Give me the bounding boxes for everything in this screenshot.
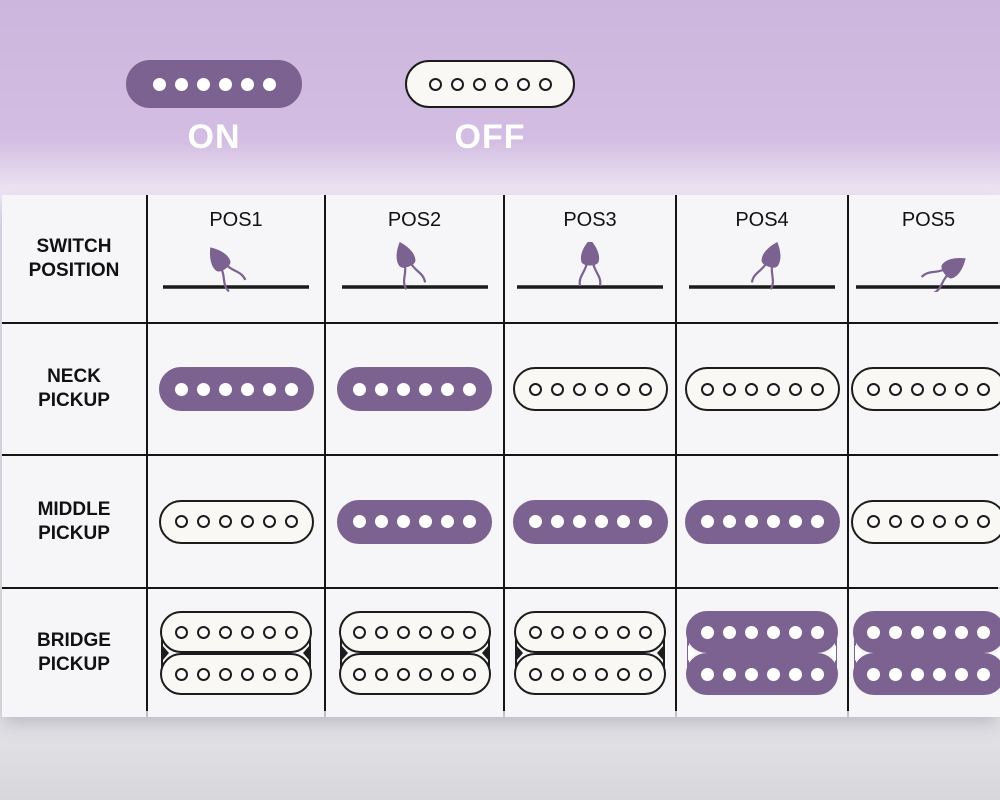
legend-off: OFF [405,60,575,157]
switch-lever-icon [689,242,835,290]
switch-position-table: SWITCH POSITION POS1 POS2 POS3 POS4 POS5… [2,195,1000,717]
switch-lever-arm [396,242,426,290]
switch-lever-icon [855,257,1000,292]
middle-pickup-cell [677,456,847,587]
switch-lever-icon [517,242,663,289]
pos-title-1: POS1 [209,209,263,231]
bridge-pickup-cell [326,589,503,717]
pickup-on-icon [684,499,840,544]
neck-pickup-cell [505,324,675,454]
neck-pickup-cell [326,324,503,454]
row-label-neck: NECK PICKUP [2,324,146,454]
header-label-line2: POSITION [28,259,120,281]
row-label-line1: BRIDGE [37,630,111,651]
legend-off-pickup-icon [405,60,575,108]
bridge-pickup-cell [677,589,847,717]
neck-pickup-cell [677,324,847,454]
humbucker-on-icon [852,611,1000,695]
bridge-pickup-cell [849,589,1000,717]
legend-on: ON [126,60,302,157]
row-label-line1: MIDDLE [37,498,111,520]
humbucker-off-icon [514,611,666,695]
switch-lever-arm [578,242,602,287]
pickup-off-icon [512,367,668,411]
middle-pickup-cell [849,456,1000,587]
bridge-pickup-cell [505,589,675,717]
middle-pickup-cell [505,456,675,587]
switch-lever-arm [920,257,966,292]
pickup-on-icon [337,499,492,544]
humbucker-on-icon [686,611,838,695]
row-label-line2: PICKUP [38,390,110,411]
pickup-off-icon [158,499,314,544]
switch-lever-icon [163,247,309,292]
humbucker-off-icon [160,611,312,695]
pickup-on-icon [158,367,314,411]
legend-off-label: OFF [454,118,526,156]
pos-title-5: POS5 [901,209,956,231]
legend: ON OFF [0,0,1000,195]
row-label-line1: NECK [47,366,101,387]
row-label-line2: PICKUP [38,654,110,675]
legend-on-pickup-icon [126,60,302,108]
pos-title-4: POS4 [735,209,789,231]
switch-lever-arm [750,242,781,290]
neck-pickup-cell [849,324,1000,454]
humbucker-off-icon [338,611,491,695]
pickup-off-icon [684,367,840,411]
pickup-off-icon [851,367,1000,411]
pos-title-2: POS2 [387,209,442,231]
pos-header-5: POS5 [849,195,1000,322]
pickup-on-icon [337,367,492,411]
legend-on-label: ON [187,118,241,156]
pos-header-1: POS1 [148,195,324,322]
neck-pickup-cell [148,324,324,454]
switch-lever-icon [341,242,488,290]
row-label-middle: MIDDLE PICKUP [2,456,146,587]
middle-pickup-cell [148,456,324,587]
pickup-off-icon [851,499,1000,544]
middle-pickup-cell [326,456,503,587]
bridge-pickup-cell [148,589,324,717]
header-label-line1: SWITCH [36,235,112,257]
switch-position-header: SWITCH POSITION [2,195,146,322]
pos-title-3: POS3 [563,209,617,231]
switch-lever-arm [209,247,247,292]
pos-header-4: POS4 [677,195,847,322]
row-label-bridge: BRIDGE PICKUP [2,589,146,717]
pos-header-3: POS3 [505,195,675,322]
pickup-on-icon [512,499,668,544]
pos-header-2: POS2 [326,195,503,322]
row-label-line2: PICKUP [38,522,110,544]
